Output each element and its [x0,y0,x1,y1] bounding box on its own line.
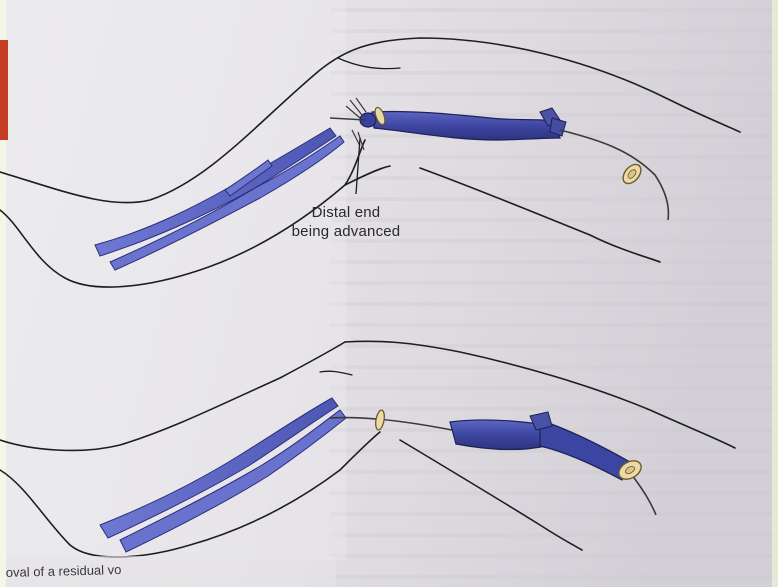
annotation-line-2: being advanced [276,222,416,241]
background-strip [772,0,778,587]
annotation-line-1: Distal end [276,203,416,222]
distal-end-annotation: Distal end being advanced [276,203,416,241]
red-tab-marker [0,40,8,140]
figure-caption: oval of a residual vo [6,562,122,580]
show-through-text [330,0,778,587]
